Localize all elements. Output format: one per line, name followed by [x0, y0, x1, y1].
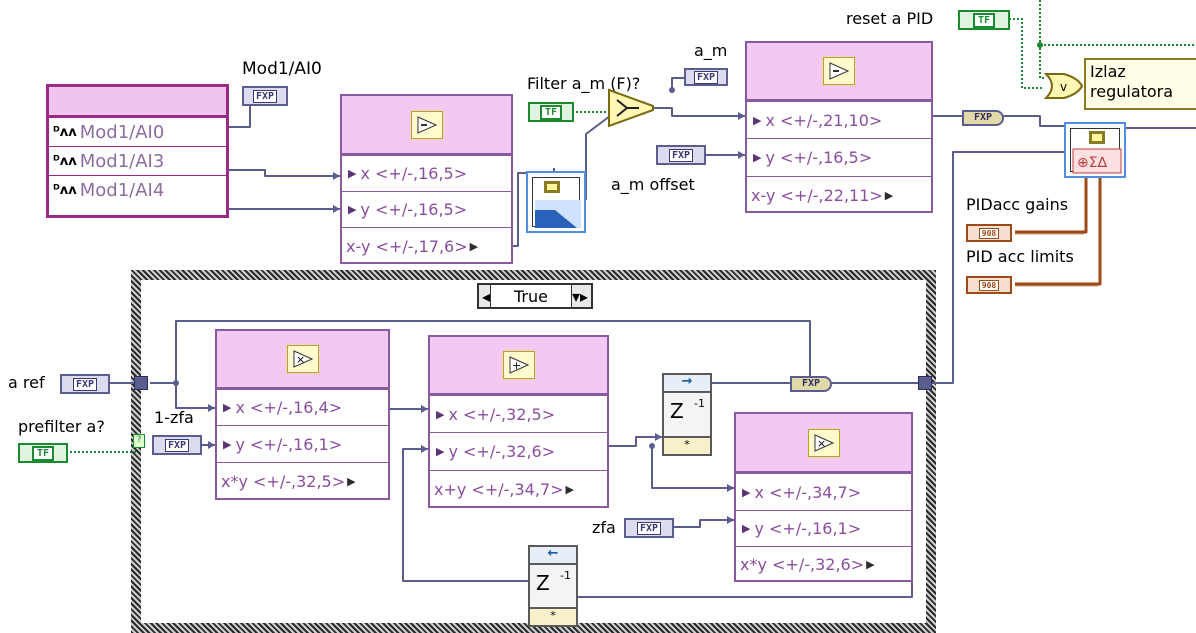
control-pid-gains[interactable]: 908 [966, 224, 1012, 242]
input-y[interactable]: ▶y <+/-,16,5> [342, 191, 511, 227]
add-node[interactable]: + ▶x <+/-,32,5> ▶y <+/-,32,6> x+y <+/-,3… [428, 335, 609, 508]
subtract-node-1[interactable]: ▶x <+/-,16,5> ▶y <+/-,16,5> x-y <+/-,17,… [340, 94, 513, 264]
channel-label: Mod1/AI4 [79, 179, 165, 201]
case-tunnel-in[interactable] [134, 376, 148, 390]
analog-wave-icon: ᴰᴧᴧ [53, 182, 77, 198]
or-gate[interactable]: v [1044, 72, 1084, 100]
izlaz-label-line1: Izlaz [1090, 62, 1126, 81]
case-selector-value: True [490, 285, 572, 307]
control-prefilter[interactable]: TF [18, 443, 68, 463]
multiply-node-1[interactable]: × ▶x <+/-,16,4> ▶y <+/-,16,1> x*y <+/-,3… [215, 329, 390, 500]
control-a-ref[interactable]: FXP [60, 374, 110, 394]
feedback-node-1[interactable]: → Z -1 * [662, 373, 712, 456]
z-exponent: -1 [560, 569, 571, 582]
control-pid-limits[interactable]: 908 [966, 276, 1012, 294]
multiply-icon: × [286, 345, 319, 373]
z-exponent: -1 [694, 397, 705, 410]
label-a-ref: a ref [8, 373, 45, 392]
label-a-m-offset: a_m offset [611, 175, 695, 194]
z-symbol: Z [536, 571, 550, 595]
case-selector[interactable]: ◂ True ▾▸ [477, 283, 593, 309]
subtract-header [747, 43, 931, 101]
control-a-m-offset[interactable]: FXP [656, 145, 706, 165]
init-terminal[interactable]: * [664, 436, 710, 454]
input-x[interactable]: ▶x <+/-,16,4> [217, 389, 388, 425]
channel-label: Mod1/AI0 [79, 121, 165, 143]
subtract-icon [823, 57, 855, 85]
label-zfa: zfa [592, 518, 616, 537]
izlaz-label-line2: regulatora [1090, 82, 1174, 101]
control-filter-am[interactable]: TF [528, 102, 574, 122]
indicator-mod1-ai0[interactable]: FXP [242, 86, 288, 106]
add-header: + [430, 337, 607, 395]
select-node[interactable] [607, 88, 657, 128]
svg-text:+: + [512, 359, 521, 372]
pid-subvi[interactable]: ⊕Σ∆ [1064, 122, 1126, 178]
input-x[interactable]: ▶x <+/-,16,5> [342, 155, 511, 191]
fxp-wire-tag-case: FXP [790, 376, 832, 392]
input-x[interactable]: ▶x <+/-,21,10> [747, 101, 931, 138]
svg-text:×: × [817, 437, 826, 450]
output-x-times-y[interactable]: x*y <+/-,32,6>▶ [736, 546, 911, 582]
label-one-minus-zfa: 1-zfa [154, 408, 194, 427]
label-pid-gains: PIDacc gains [966, 195, 1069, 214]
subtract-icon [410, 110, 443, 139]
pid-icon: ⊕Σ∆ [1070, 128, 1122, 174]
feedback-node-2[interactable]: ← Z -1 * [528, 545, 578, 627]
forward-arrow-icon: → [664, 375, 710, 393]
label-filter-am: Filter a_m (F)? [527, 74, 641, 93]
multiply-node-2[interactable]: × ▶x <+/-,34,7> ▶y <+/-,16,1> x*y <+/-,3… [734, 412, 913, 582]
filter-icon [532, 177, 581, 228]
case-tunnel-out[interactable] [918, 376, 932, 390]
constant-zfa[interactable]: FXP [624, 518, 674, 538]
output-x-minus-y[interactable]: x-y <+/-,17,6>▶ [342, 227, 511, 264]
init-terminal[interactable]: * [530, 607, 576, 625]
input-y[interactable]: ▶y <+/-,16,5> [747, 138, 931, 176]
input-x[interactable]: ▶x <+/-,32,5> [430, 395, 607, 432]
analog-wave-icon: ᴰᴧᴧ [53, 153, 77, 169]
label-mod1-ai0: Mod1/AI0 [242, 59, 322, 79]
svg-text:×: × [296, 353, 305, 366]
input-y[interactable]: ▶y <+/-,32,6> [430, 432, 607, 470]
z-symbol: Z [670, 399, 684, 423]
io-node-header [49, 87, 226, 117]
input-x[interactable]: ▶x <+/-,34,7> [736, 473, 911, 510]
label-reset-pid: reset a PID [846, 9, 934, 28]
constant-one-minus-zfa[interactable]: FXP [152, 435, 202, 455]
add-icon: + [502, 351, 535, 379]
subtract-node-2[interactable]: ▶x <+/-,21,10> ▶y <+/-,16,5> x-y <+/-,22… [745, 41, 933, 213]
input-y[interactable]: ▶y <+/-,16,1> [217, 425, 388, 462]
channel-label: Mod1/AI3 [79, 150, 165, 172]
fxp-wire-tag: FXP [962, 110, 1004, 126]
svg-text:⊕Σ∆: ⊕Σ∆ [1077, 155, 1108, 171]
decrement-case-icon[interactable]: ◂ [482, 286, 491, 306]
label-prefilter: prefilter a? [18, 417, 105, 436]
backward-arrow-icon: ← [530, 547, 576, 565]
output-x-minus-y[interactable]: x-y <+/-,22,11>▶ [747, 176, 931, 213]
output-x-times-y[interactable]: x*y <+/-,32,5>▶ [217, 462, 388, 500]
indicator-izlaz-regulatora[interactable]: Izlaz regulatora [1084, 58, 1196, 110]
control-reset-pid[interactable]: TF [958, 10, 1010, 30]
subtract-header [342, 96, 511, 155]
label-pid-limits: PID acc limits [966, 247, 1074, 266]
case-selector-terminal[interactable]: ? [133, 434, 145, 448]
filter-subvi[interactable] [526, 171, 586, 233]
indicator-a-m[interactable]: FXP [684, 68, 728, 86]
case-dropdown-icon[interactable]: ▾▸ [571, 286, 588, 306]
output-x-plus-y[interactable]: x+y <+/-,34,7>▶ [430, 470, 607, 508]
multiply-icon: × [807, 428, 840, 457]
multiply-header: × [736, 414, 911, 473]
svg-text:v: v [1060, 80, 1067, 94]
input-y[interactable]: ▶y <+/-,16,1> [736, 510, 911, 546]
label-a-m: a_m [694, 41, 728, 60]
analog-wave-icon: ᴰᴧᴧ [53, 124, 77, 140]
multiply-header: × [217, 331, 388, 389]
